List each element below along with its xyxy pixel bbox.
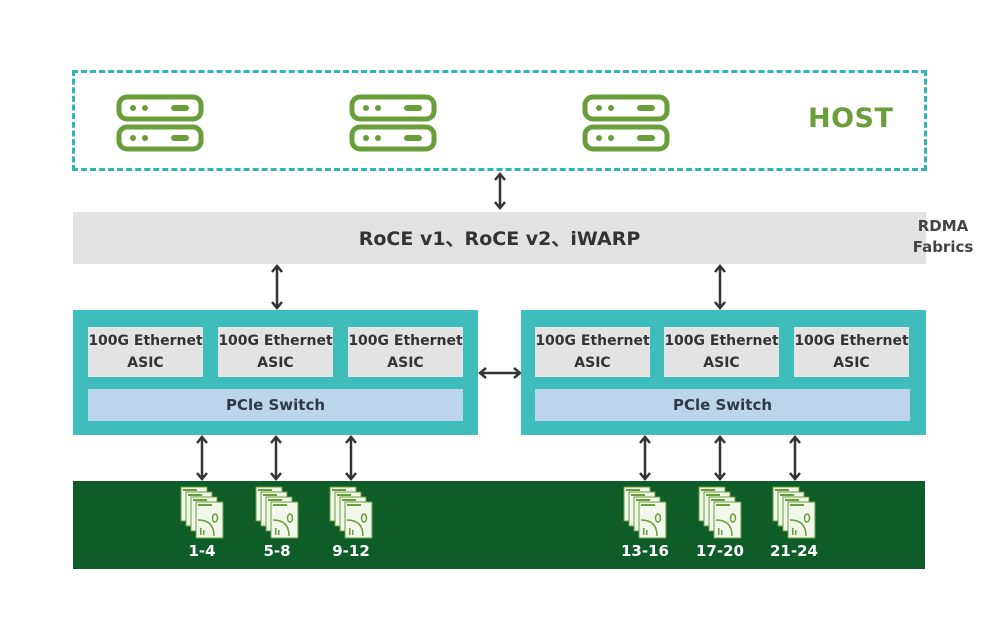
ssd-group-label: 1-4 (188, 542, 216, 560)
asic-subtitle: ASIC (257, 355, 294, 371)
bidirectional-arrow-icon (714, 435, 726, 481)
ssd-stack-icon (329, 486, 373, 539)
ethernet-asic: 100G Ethernet ASIC (794, 327, 909, 377)
bidirectional-arrow-icon (494, 172, 506, 210)
asic-title: 100G Ethernet (88, 333, 203, 349)
bidirectional-arrow-icon (639, 435, 651, 481)
bidirectional-arrow-icon (196, 435, 208, 481)
asic-title: 100G Ethernet (218, 333, 333, 349)
ssd-group: 5-8 (247, 484, 307, 564)
ssd-group: 17-20 (690, 484, 750, 564)
asic-subtitle: ASIC (387, 355, 424, 371)
asic-subtitle: ASIC (127, 355, 164, 371)
storage-bar: 1-4 5-8 9-12 (73, 481, 925, 569)
ethernet-asic: 100G Ethernet ASIC (218, 327, 333, 377)
ssd-stack-icon (623, 486, 667, 539)
bidirectional-arrow-icon (478, 367, 522, 379)
asic-title: 100G Ethernet (664, 333, 779, 349)
server-icon (349, 94, 437, 152)
switch-module-1: 100G Ethernet ASIC 100G Ethernet ASIC 10… (73, 310, 478, 435)
ssd-group: 9-12 (321, 484, 381, 564)
ssd-group-label: 5-8 (263, 542, 291, 560)
asic-title: 100G Ethernet (348, 333, 463, 349)
ssd-stack-icon (255, 486, 299, 539)
ssd-stack-icon (180, 486, 224, 539)
ssd-group-label: 13-16 (621, 542, 669, 560)
rdma-label-line1: RDMA (917, 217, 969, 235)
ssd-group: 13-16 (615, 484, 675, 564)
ssd-group: 21-24 (764, 484, 824, 564)
rdma-fabrics-label: RDMA Fabrics (903, 216, 983, 258)
ethernet-asic: 100G Ethernet ASIC (348, 327, 463, 377)
host-container (72, 70, 927, 171)
pcie-switch: PCle Switch (88, 389, 463, 421)
asic-subtitle: ASIC (703, 355, 740, 371)
ethernet-asic: 100G Ethernet ASIC (535, 327, 650, 377)
rdma-label-line2: Fabrics (912, 238, 974, 256)
bidirectional-arrow-icon (714, 264, 726, 310)
switch-module-2: 100G Ethernet ASIC 100G Ethernet ASIC 10… (521, 310, 926, 435)
ssd-group: 1-4 (172, 484, 232, 564)
asic-title: 100G Ethernet (794, 333, 909, 349)
server-icon (582, 94, 670, 152)
asic-title: 100G Ethernet (535, 333, 650, 349)
asic-subtitle: ASIC (574, 355, 611, 371)
ssd-stack-icon (772, 486, 816, 539)
ssd-group-label: 17-20 (696, 542, 744, 560)
ssd-stack-icon (698, 486, 742, 539)
bidirectional-arrow-icon (345, 435, 357, 481)
ssd-group-label: 21-24 (770, 542, 818, 560)
ethernet-asic: 100G Ethernet ASIC (664, 327, 779, 377)
asic-subtitle: ASIC (833, 355, 870, 371)
ethernet-asic: 100G Ethernet ASIC (88, 327, 203, 377)
ssd-group-label: 9-12 (332, 542, 370, 560)
rdma-protocols: RoCE v1、RoCE v2、iWARP (358, 228, 641, 250)
pcie-switch: PCle Switch (535, 389, 910, 421)
server-icon (116, 94, 204, 152)
host-label: HOST (808, 103, 894, 134)
bidirectional-arrow-icon (270, 435, 282, 481)
bidirectional-arrow-icon (271, 264, 283, 310)
rdma-fabric-bar: RoCE v1、RoCE v2、iWARP RDMA Fabrics (73, 212, 973, 264)
bidirectional-arrow-icon (789, 435, 801, 481)
